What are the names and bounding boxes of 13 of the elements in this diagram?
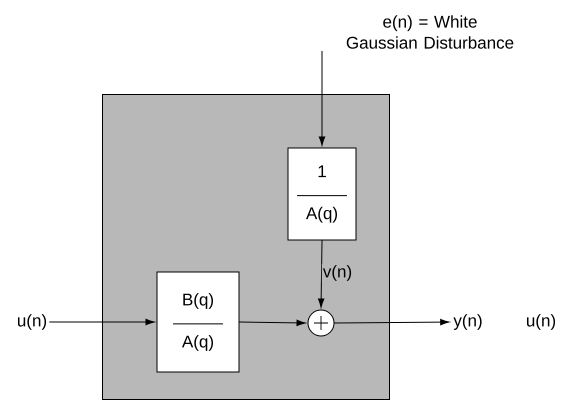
edge-label: v(n) [322, 264, 354, 282]
arrow [318, 240, 324, 308]
transfer-function-box: B(q) A(q) [156, 272, 240, 372]
arrow [239, 320, 306, 326]
signal-label: u(n) [526, 314, 556, 330]
transfer-function-box: 1 A(q) [288, 148, 356, 240]
arrow [48, 318, 155, 326]
arrow [318, 50, 326, 146]
summing-junction [308, 310, 334, 336]
signal-label: y(n) [453, 314, 482, 330]
arrow [334, 318, 450, 326]
signal-label: e(n) = White Gaussian Disturbance [346, 15, 514, 49]
signal-label: u(n) [18, 314, 46, 330]
